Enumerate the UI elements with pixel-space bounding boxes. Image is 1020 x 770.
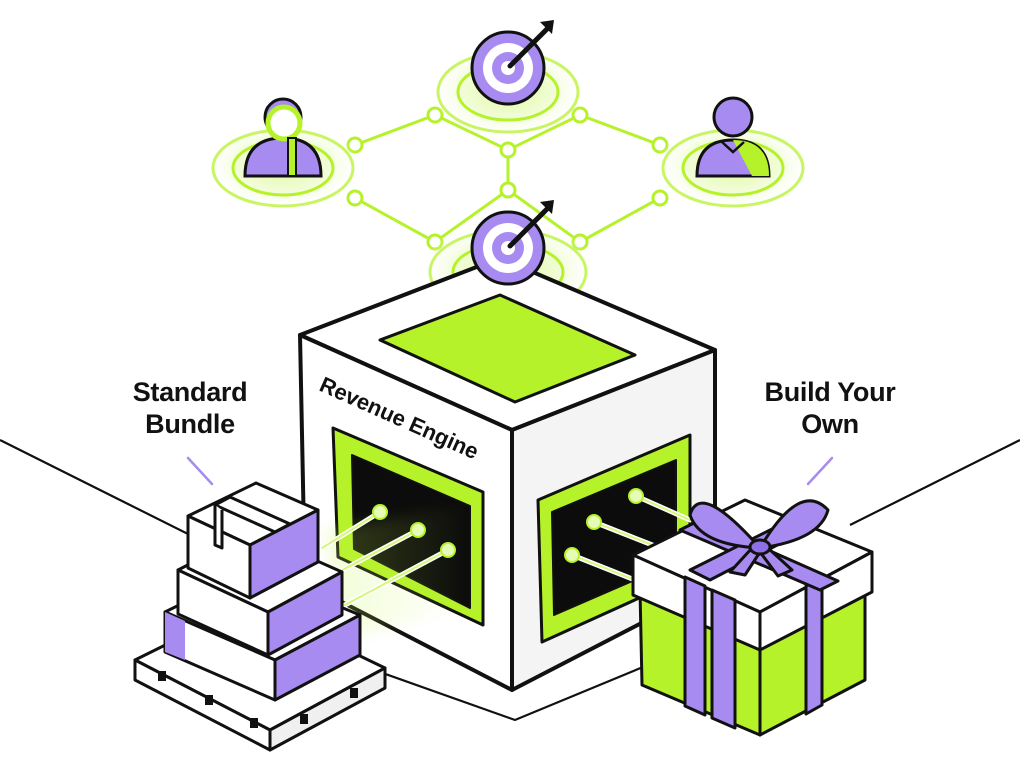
standard-bundle-pointer — [186, 456, 214, 486]
gift-box-icon — [631, 498, 874, 737]
standard-bundle-label-line2: Bundle — [145, 409, 235, 439]
standard-bundle-label: Standard Bundle — [105, 376, 275, 440]
revenue-engine-cube — [298, 256, 717, 692]
person-search-icon — [205, 97, 361, 210]
right-beams — [564, 488, 693, 585]
target-icon — [470, 200, 554, 286]
left-beams — [319, 504, 470, 640]
standard-bundle-label-line1: Standard — [132, 377, 248, 407]
build-your-own-pointer — [806, 456, 834, 486]
build-your-own-label: Build Your Own — [735, 376, 925, 440]
target-icon — [430, 20, 586, 138]
build-your-own-label-line1: Build Your — [764, 377, 896, 407]
stacked-boxes-icon — [133, 481, 387, 752]
customer-icon — [655, 96, 811, 210]
build-your-own-label-line2: Own — [801, 409, 859, 439]
